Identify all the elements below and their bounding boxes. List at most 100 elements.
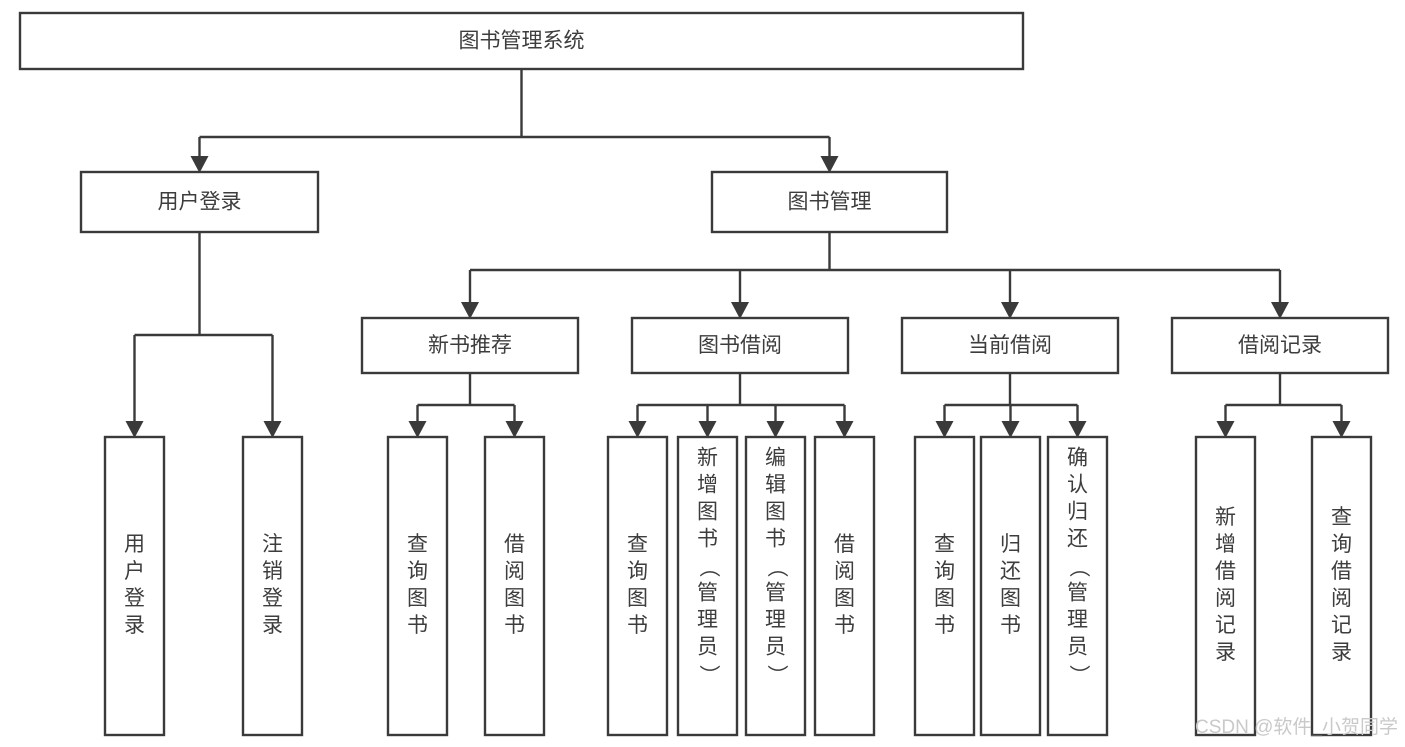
node-box-leaf-add-book-admin [676, 435, 739, 737]
arrow-head-icon [1001, 302, 1019, 319]
leaf-char: 图 [697, 501, 718, 524]
leaf-char: 户 [124, 560, 145, 583]
node-label-borrow-record: 借阅记录 [1238, 334, 1322, 357]
conn-record-to-leaves [1216, 373, 1351, 438]
node-box-leaf-edit-book-admin [744, 435, 807, 737]
node-box-borrow-record [1170, 316, 1390, 375]
leaf-char: 图 [504, 587, 525, 610]
arrow-head-icon [698, 421, 717, 438]
node-box-leaf-confirm-return-admin [1046, 435, 1109, 737]
leaf-char: 图 [627, 587, 648, 610]
node-current-borrow[interactable]: 当前借阅 [900, 316, 1120, 375]
leaf-char: 图 [934, 587, 955, 610]
leaf-char: 查 [1331, 506, 1352, 529]
leaf-char: 书 [765, 528, 786, 551]
node-book-borrow[interactable]: 图书借阅 [630, 316, 850, 375]
leaf-char: 借 [1215, 560, 1236, 583]
leaf-char: 阅 [1215, 587, 1236, 610]
leaf-char: 查 [407, 533, 428, 556]
arrow-head-icon [766, 421, 785, 438]
leaf-char: 认 [1067, 474, 1088, 497]
node-label-book-management: 图书管理 [788, 191, 872, 214]
leaf-char: 增 [697, 474, 718, 497]
arrow-head-icon [628, 421, 647, 438]
node-box-leaf-logout [241, 435, 304, 737]
arrow-head-icon [835, 421, 854, 438]
arrow-head-icon [1271, 302, 1289, 319]
conn-bookmgmt-to-level2 [461, 232, 1289, 319]
leaf-char: 录 [1215, 641, 1236, 664]
node-book-management[interactable]: 图书管理 [710, 170, 949, 234]
leaf-char: 员 [1067, 636, 1088, 659]
leaf-char: 录 [124, 614, 145, 637]
leaf-char: 归 [1000, 533, 1021, 556]
leaf-char: 还 [1067, 528, 1088, 551]
leaf-char: 还 [1000, 560, 1021, 583]
leaf-char: 书 [627, 614, 648, 637]
leaf-char: 管 [697, 582, 718, 605]
leaf-char: 管 [765, 582, 786, 605]
arrow-head-icon [461, 302, 479, 319]
leaf-char: 询 [934, 560, 955, 583]
leaf-char: 书 [697, 528, 718, 551]
arrow-head-icon [1068, 421, 1087, 438]
node-label-root: 图书管理系统 [459, 30, 585, 53]
node-root[interactable]: 图书管理系统 [18, 11, 1025, 71]
node-label-new-book-recommend: 新书推荐 [428, 334, 512, 357]
leaf-char: 辑 [765, 474, 786, 497]
leaf-char: 注 [262, 533, 283, 556]
leaf-char: 销 [262, 560, 283, 583]
node-box-book-borrow [630, 316, 850, 375]
leaf-char: 借 [834, 533, 855, 556]
connector-layer [125, 69, 1351, 438]
arrow-head-icon [935, 421, 954, 438]
node-box-leaf-borrow-book [813, 435, 876, 737]
leaf-char: 书 [504, 614, 525, 637]
arrow-head-icon [1332, 421, 1351, 438]
node-leaf-user-login[interactable]: 用户登录 [103, 435, 166, 737]
leaf-char: 理 [697, 609, 718, 632]
leaf-char: （ [1067, 557, 1090, 578]
conn-current-to-leaves [935, 373, 1087, 438]
leaf-char: （ [697, 557, 720, 578]
node-box-root [18, 11, 1025, 71]
leaf-char: 查 [627, 533, 648, 556]
leaf-char: 录 [1331, 641, 1352, 664]
node-box-leaf-return-book [979, 435, 1042, 737]
leaf-char: 理 [1067, 609, 1088, 632]
conn-root-to-level1 [190, 69, 839, 173]
node-new-book-recommend[interactable]: 新书推荐 [360, 316, 580, 375]
leaf-char: 书 [934, 614, 955, 637]
node-label-current-borrow: 当前借阅 [968, 334, 1052, 357]
node-user-login[interactable]: 用户登录 [79, 170, 320, 234]
arrow-head-icon [731, 302, 749, 319]
leaf-char: 管 [1067, 582, 1088, 605]
node-box-leaf-borrow-book-recommend [483, 435, 546, 737]
leaf-char: 阅 [1331, 587, 1352, 610]
leaf-char: 询 [407, 560, 428, 583]
node-borrow-record[interactable]: 借阅记录 [1170, 316, 1390, 375]
arrow-head-icon [263, 421, 282, 438]
leaf-char: 书 [834, 614, 855, 637]
leaf-char: 询 [627, 560, 648, 583]
node-layer: 图书管理系统用户登录图书管理新书推荐图书借阅当前借阅借阅记录用户登录注销登录查询… [18, 11, 1390, 737]
conn-recommend-to-leaves [408, 373, 524, 438]
conn-borrow-to-leaves [628, 373, 854, 438]
leaf-char: ） [1067, 665, 1090, 686]
leaf-char: 借 [504, 533, 525, 556]
node-box-leaf-query-book-borrow [606, 435, 669, 737]
